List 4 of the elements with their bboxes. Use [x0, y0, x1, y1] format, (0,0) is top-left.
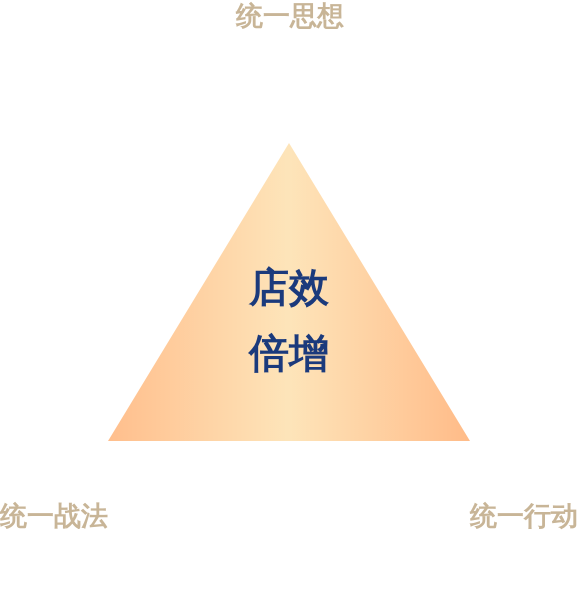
corner-label: 统一思想	[236, 0, 344, 34]
corner-label: 统一行动	[470, 500, 578, 534]
pyramid-triangle	[108, 143, 470, 441]
node-text: 店效倍增	[248, 264, 330, 379]
